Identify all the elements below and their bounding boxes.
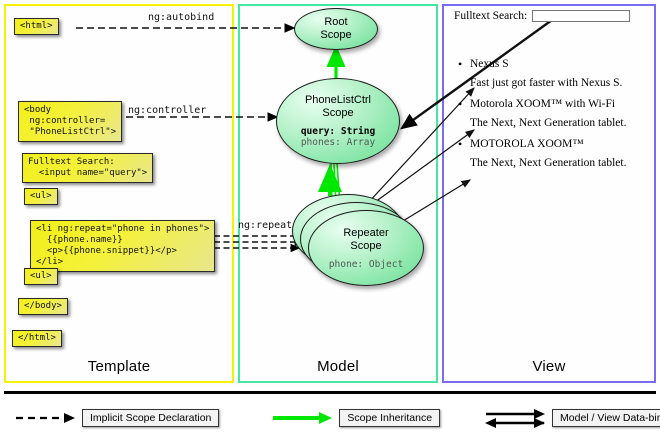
view-search-label: Fulltext Search:	[454, 10, 528, 22]
legend-item-scope-inheritance: Scope Inheritance	[271, 407, 441, 429]
code-box-html-open: <html>	[14, 18, 59, 35]
code-box-ul-close: <ul>	[24, 268, 58, 285]
edge-label-ng-controller: ng:controller	[128, 105, 207, 116]
code-box-body-controller: <body ng:controller= "PhoneListCtrl">	[18, 101, 123, 142]
legend-divider	[4, 391, 656, 394]
edge-label-ng-autobind: ng:autobind	[148, 12, 215, 23]
phone-name: Nexus S	[458, 57, 650, 72]
code-box-ul-open: <ul>	[24, 188, 58, 205]
scope-prop-phone: phone: Object	[328, 258, 404, 270]
phone-snippet: The Next, Next Generation tablet.	[470, 117, 627, 129]
phone-snippet: Fast just got faster with Nexus S.	[470, 77, 623, 89]
solid-arrow-icon	[273, 412, 333, 424]
fulltext-search-input[interactable]	[532, 10, 631, 22]
list-item[interactable]: MOTOROLA XOOM™ The Next, Next Generation…	[458, 137, 650, 169]
view-content: Fulltext Search: Nexus S Fast just got f…	[448, 10, 650, 240]
legend-label: Implicit Scope Declaration	[82, 409, 220, 427]
legend-label: Scope Inheritance	[339, 409, 441, 427]
phone-name: MOTOROLA XOOM™	[458, 137, 650, 152]
phone-name: Motorola XOOM™ with Wi-Fi	[458, 97, 650, 112]
view-phone-list: Nexus S Fast just got faster with Nexus …	[448, 57, 650, 169]
legend-item-implicit-scope-declaration: Implicit Scope Declaration	[14, 407, 220, 429]
code-box-body-close: </body>	[18, 298, 68, 315]
list-item[interactable]: Motorola XOOM™ with Wi-Fi The Next, Next…	[458, 97, 650, 129]
list-item[interactable]: Nexus S Fast just got faster with Nexus …	[458, 57, 650, 89]
code-box-li-ngrepeat: <li ng:repeat="phone in phones"> {{phone…	[30, 220, 216, 272]
scope-prop-phones: phones: Array	[300, 137, 376, 148]
legend-label: Model / View Data-binding	[552, 409, 660, 427]
panel-label-model: Model	[317, 358, 359, 375]
view-search-row: Fulltext Search:	[448, 10, 650, 22]
panel-label-template: Template	[87, 358, 151, 375]
code-box-html-close: </html>	[12, 330, 62, 347]
legend: Implicit Scope Declaration Scope Inherit…	[0, 403, 660, 433]
phone-snippet: The Next, Next Generation tablet.	[470, 157, 627, 169]
panel-label-view: View	[532, 358, 566, 375]
double-arrow-icon	[485, 409, 546, 428]
scope-prop-query: query: String	[300, 126, 376, 137]
dashed-arrow-icon	[16, 413, 75, 423]
code-box-fulltext-search: Fulltext Search: <input name="query">	[22, 153, 154, 183]
legend-item-model-view-data-binding: Model / View Data-binding	[484, 407, 660, 429]
edge-label-ng-repeat: ng:repeat	[238, 220, 293, 231]
